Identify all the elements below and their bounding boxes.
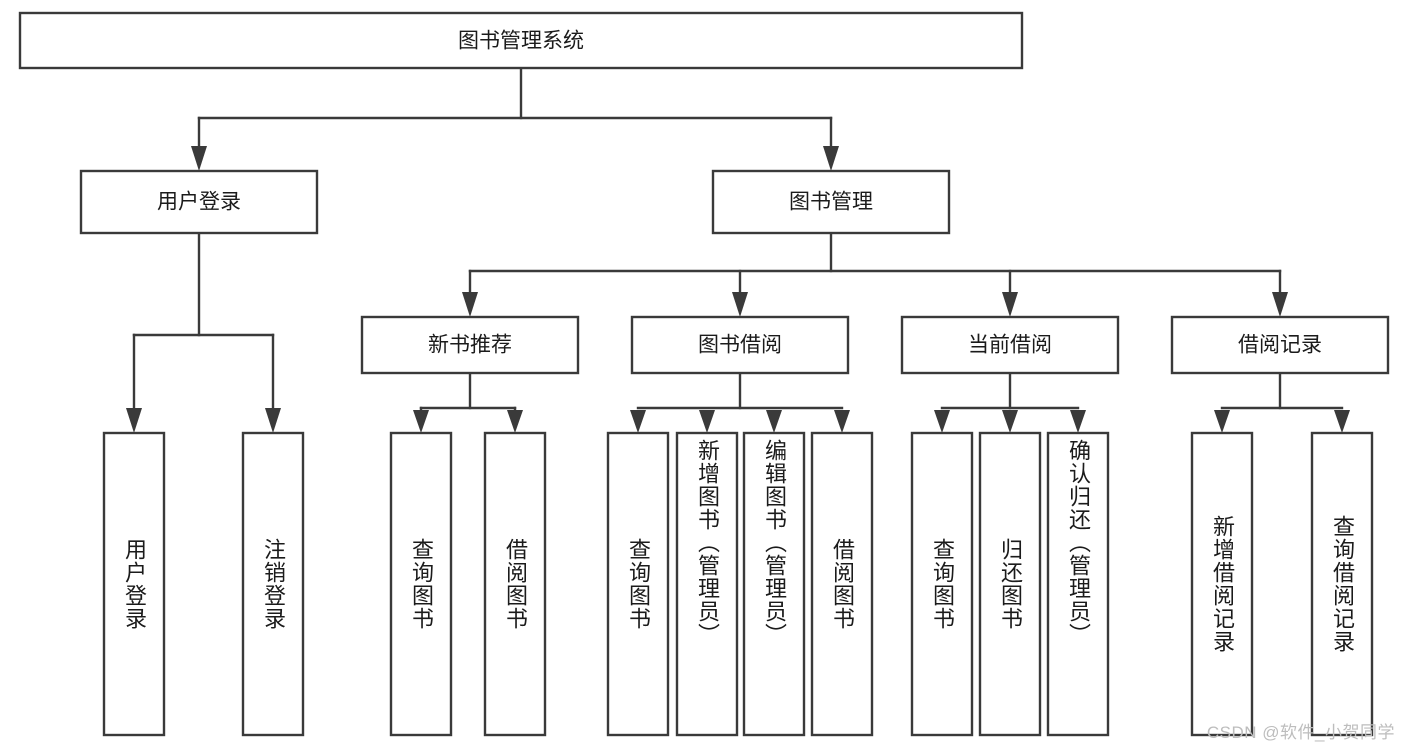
node-borrow-record-label: 借阅记录 (1238, 334, 1322, 357)
arrow-head-current-borrow (1002, 292, 1018, 317)
leaf-box-borrowrecord-2[interactable] (1310, 431, 1374, 737)
node-book-manage-box[interactable] (711, 169, 951, 235)
node-root-box[interactable] (18, 11, 1024, 70)
arrow-head-new-book (462, 292, 478, 317)
arrow-head-borrow-leaf-4 (834, 410, 850, 433)
arrow-head-record-leaf-2 (1334, 410, 1350, 433)
leaf-box-bookborrow-3[interactable] (742, 431, 806, 737)
arrow-head-book-borrow (732, 292, 748, 317)
node-current-borrow-box[interactable] (900, 315, 1120, 375)
node-new-book-recommend-label: 新书推荐 (428, 334, 512, 357)
arrow-head-borrow-record (1272, 292, 1288, 317)
connector-group-root (191, 66, 839, 171)
connector-group-current-borrow (934, 371, 1086, 433)
arrow-head-borrow-leaf-2 (699, 410, 715, 433)
arrow-head-current-leaf-1 (934, 410, 950, 433)
arrow-head-current-leaf-3 (1070, 410, 1086, 433)
node-root[interactable]: 图书管理系统 (18, 11, 1024, 70)
node-current-borrow[interactable]: 当前借阅 (900, 315, 1120, 375)
leaf-box-currentborrow-2[interactable] (978, 431, 1042, 737)
leaf-box-user-login-2[interactable] (241, 431, 305, 737)
node-user-login[interactable]: 用户登录 (79, 169, 319, 235)
node-borrow-record-box[interactable] (1170, 315, 1390, 375)
node-root-label: 图书管理系统 (458, 30, 584, 53)
node-new-book-recommend-box[interactable] (360, 315, 580, 375)
arrow-head-record-leaf-1 (1214, 410, 1230, 433)
connector-group-user-login (126, 231, 281, 433)
csdn-watermark: CSDN @软件_小贺同学 (1206, 723, 1395, 742)
connector-group-book-manage (462, 231, 1288, 317)
node-current-borrow-label: 当前借阅 (968, 334, 1052, 357)
leaf-box-user-login-1[interactable] (102, 431, 166, 737)
arrow-head-newbook-leaf-2 (507, 410, 523, 433)
arrow-head-user-leaf-2 (265, 408, 281, 433)
arrow-head-newbook-leaf-1 (413, 410, 429, 433)
node-user-login-label: 用户登录 (157, 191, 241, 214)
leaf-box-newbook-2[interactable] (483, 431, 547, 737)
arrow-head-user-leaf-1 (126, 408, 142, 433)
arrow-head-borrow-leaf-3 (766, 410, 782, 433)
node-user-login-box[interactable] (79, 169, 319, 235)
arrow-head-to-user-login (191, 146, 207, 171)
leaf-box-currentborrow-1[interactable] (910, 431, 974, 737)
connector-group-borrow-record (1214, 371, 1350, 433)
leaf-box-newbook-1[interactable] (389, 431, 453, 737)
connector-group-book-borrow (630, 371, 850, 433)
node-book-borrow-box[interactable] (630, 315, 850, 375)
leaf-box-borrowrecord-1[interactable] (1190, 431, 1254, 737)
arrow-head-to-book-manage (823, 146, 839, 171)
node-book-borrow[interactable]: 图书借阅 (630, 315, 850, 375)
node-book-manage-label: 图书管理 (789, 191, 873, 214)
leaf-box-currentborrow-3[interactable] (1046, 431, 1110, 737)
leaf-box-bookborrow-4[interactable] (810, 431, 874, 737)
connector-group-new-book (413, 371, 523, 433)
node-new-book-recommend[interactable]: 新书推荐 (360, 315, 580, 375)
node-book-manage[interactable]: 图书管理 (711, 169, 951, 235)
leaf-boxes (102, 431, 1374, 737)
node-book-borrow-label: 图书借阅 (698, 334, 782, 357)
arrow-head-current-leaf-2 (1002, 410, 1018, 433)
node-borrow-record[interactable]: 借阅记录 (1170, 315, 1390, 375)
leaf-box-bookborrow-1[interactable] (606, 431, 670, 737)
leaf-box-bookborrow-2[interactable] (675, 431, 739, 737)
arrow-head-borrow-leaf-1 (630, 410, 646, 433)
